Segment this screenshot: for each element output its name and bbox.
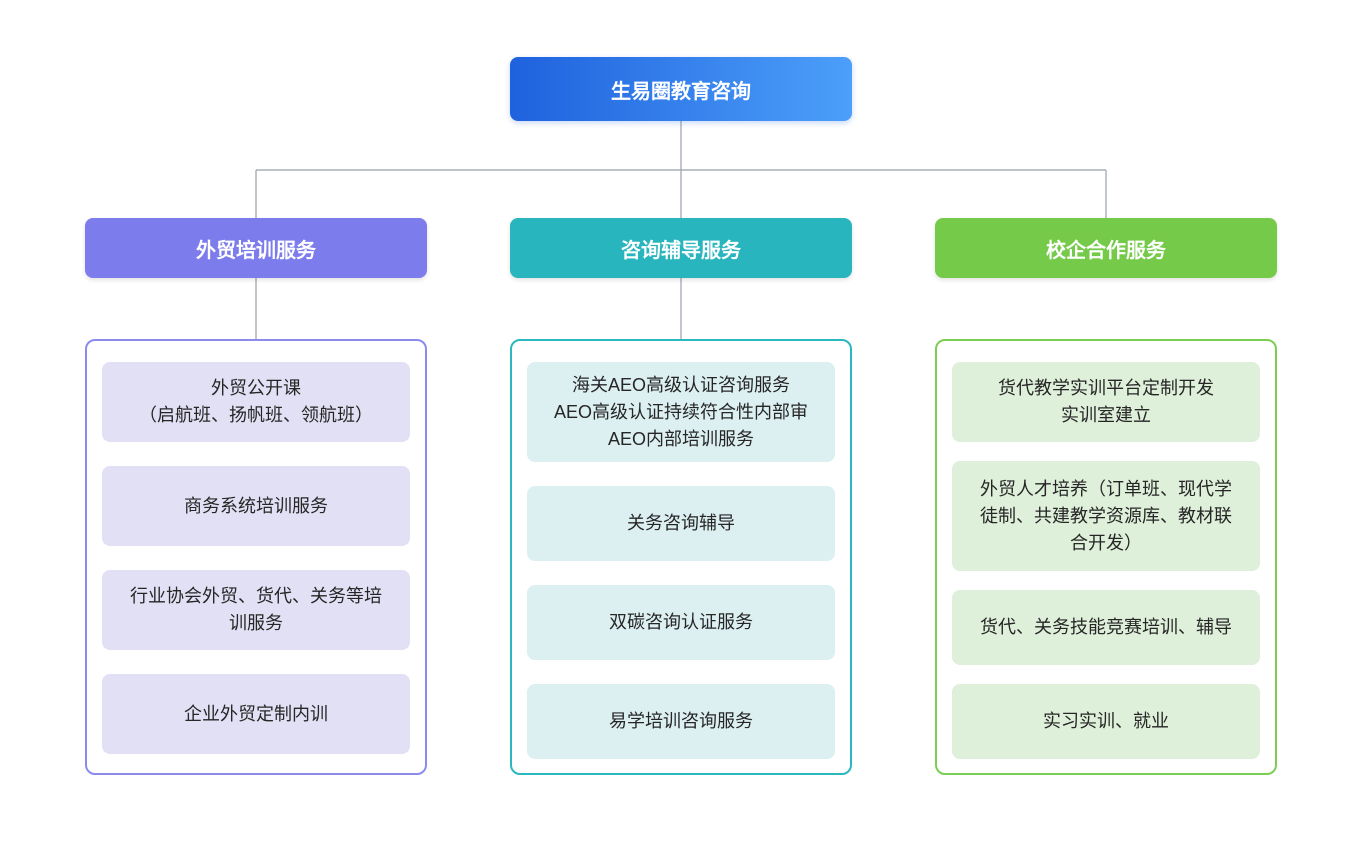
service-item: 外贸人才培养（订单班、现代学 徒制、共建教学资源库、教材联 合开发） (952, 461, 1260, 571)
service-item: 行业协会外贸、货代、关务等培 训服务 (102, 570, 410, 650)
service-item: 货代教学实训平台定制开发 实训室建立 (952, 362, 1260, 442)
service-item: 双碳咨询认证服务 (527, 585, 835, 660)
service-item: 商务系统培训服务 (102, 466, 410, 546)
service-item: 企业外贸定制内训 (102, 674, 410, 754)
service-item: 外贸公开课 （启航班、扬帆班、领航班） (102, 362, 410, 442)
branch-group-school-enterprise: 货代教学实训平台定制开发 实训室建立 外贸人才培养（订单班、现代学 徒制、共建教… (935, 339, 1277, 775)
root-node: 生易圈教育咨询 (510, 57, 852, 121)
service-item: 易学培训咨询服务 (527, 684, 835, 759)
service-item: 海关AEO高级认证咨询服务 AEO高级认证持续符合性内部审 AEO内部培训服务 (527, 362, 835, 462)
branch-group-consulting: 海关AEO高级认证咨询服务 AEO高级认证持续符合性内部审 AEO内部培训服务 … (510, 339, 852, 775)
service-item: 实习实训、就业 (952, 684, 1260, 759)
service-item: 关务咨询辅导 (527, 486, 835, 561)
branch-group-trade-training: 外贸公开课 （启航班、扬帆班、领航班） 商务系统培训服务 行业协会外贸、货代、关… (85, 339, 427, 775)
branch-header-school-enterprise: 校企合作服务 (935, 218, 1277, 278)
branch-header-consulting: 咨询辅导服务 (510, 218, 852, 278)
branch-header-trade-training: 外贸培训服务 (85, 218, 427, 278)
service-item: 货代、关务技能竞赛培训、辅导 (952, 590, 1260, 665)
